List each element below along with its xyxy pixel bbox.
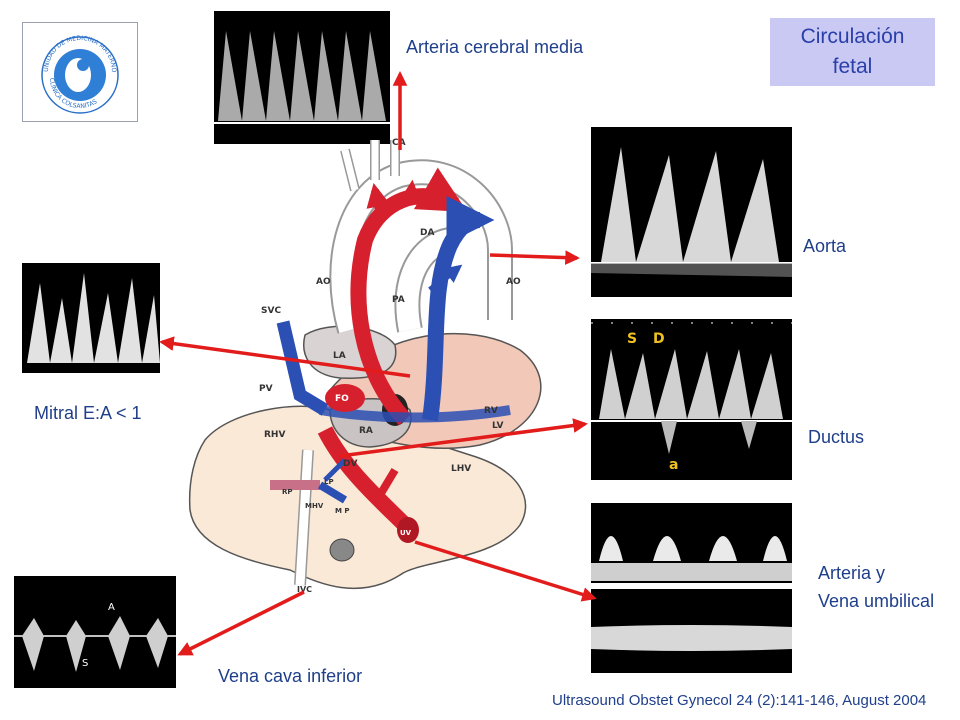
heart-label-rp: RP [282,488,293,496]
title-line-2: fetal [832,55,873,78]
ductus-marker-s: S [627,331,637,347]
heart-label-lv: LV [492,421,503,431]
heart-label-ao-right: AO [506,277,521,287]
logo: UNIDAD DE MEDICINA MATERNO FETAL CLINICA… [20,18,138,122]
doppler-umbilical-artery [591,503,792,583]
arrow-to-umbilical [414,540,597,602]
heart-label-da: DA [420,228,434,238]
heart-label-lp: LP [324,478,334,486]
arrow-to-ductus [339,418,588,458]
doppler-ivc: A S [14,576,176,688]
heart-label-rv: RV [484,406,498,416]
arrow-to-aorta [489,250,580,265]
heart-label-ivc: IVC [297,585,312,594]
heart-label-ra: RA [359,426,373,436]
title-line-1: Circulación [800,25,905,48]
ivc-marker-a: A [108,602,115,613]
label-ivc: Vena cava inferior [218,666,363,686]
label-mitral: Mitral E:A < 1 [34,403,142,423]
heart-label-la: LA [333,351,346,361]
title-box: Circulación fetal [770,18,935,86]
svc-flow [276,320,329,416]
doppler-ductus: S D a [591,319,792,480]
arrow-to-mitral [159,336,411,378]
heart-label-dv: DV [343,459,357,469]
heart-label-pa: PA [392,295,405,305]
heart-label-mhv: MHV [305,502,324,510]
ivc-marker-s: S [82,658,88,669]
arrow-to-ivc [177,590,305,656]
heart-label-lhv: LHV [451,464,471,474]
ductus-marker-a: a [669,457,678,473]
heart-label-uv: UV [400,529,412,537]
doppler-mca [214,11,390,144]
doppler-mitral [22,263,160,373]
heart-label-svc: SVC [261,306,281,316]
label-ductus: Ductus [808,427,865,447]
heart-label-rhv: RHV [264,430,285,440]
label-umbilical-1: Arteria y [818,563,886,583]
label-mca: Arteria cerebral media [406,37,584,57]
heart-label-pv: PV [259,384,273,394]
heart-label-fo: FO [335,394,349,404]
logo-emblem-icon: UNIDAD DE MEDICINA MATERNO FETAL CLINICA… [20,18,119,114]
citation: Ultrasound Obstet Gynecol 24 (2):141-146… [552,692,927,709]
doppler-umbilical-vein [591,589,792,673]
umbilical-vein-flow [317,426,414,534]
heart-label-ao-left: AO [316,277,331,287]
doppler-aorta [591,127,792,297]
label-umbilical-2: Vena umbilical [818,591,935,611]
ductus-marker-d: D [653,331,665,347]
callout-arrows [159,71,597,656]
label-aorta: Aorta [803,236,847,256]
heart-label-mp: M P [335,507,350,515]
